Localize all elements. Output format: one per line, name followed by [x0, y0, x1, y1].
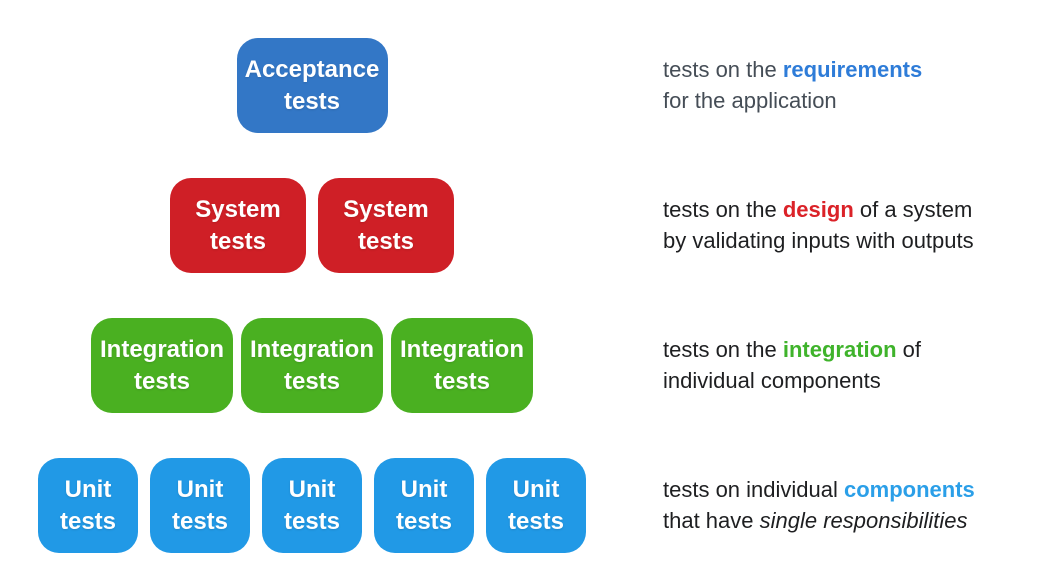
note-line-1: tests on the requirements — [663, 57, 923, 82]
box-label-line1: Unit — [64, 475, 112, 503]
box-label-line1: System — [195, 195, 281, 223]
note-line-2: for the application — [663, 88, 837, 113]
unit-tests-box: Unit tests — [38, 458, 138, 553]
box-label-line1: System — [343, 195, 429, 223]
pyramid-row-unit: Unit tests Unit tests Unit tests Unit te… — [0, 458, 624, 553]
box-label-line1: Acceptance — [244, 55, 380, 83]
box-label-line2: tests — [433, 367, 491, 395]
note-line-2: individual components — [663, 368, 881, 393]
box-label-line2: tests — [283, 367, 341, 395]
unit-tests-box: Unit tests — [150, 458, 250, 553]
box-label-line2: tests — [283, 507, 341, 535]
note-line-1: tests on the design of a system — [663, 197, 973, 222]
note-line-1: tests on individual components — [663, 477, 975, 502]
box-label-line2: tests — [209, 227, 267, 255]
note-unit: tests on individual components that have… — [663, 474, 1041, 536]
highlight-design: design — [782, 197, 854, 222]
integration-tests-box: Integration tests — [91, 318, 233, 413]
integration-tests-box: Integration tests — [391, 318, 533, 413]
pyramid-row-system: System tests System tests — [0, 178, 624, 273]
acceptance-tests-box: Acceptance tests — [236, 38, 388, 133]
note-integration: tests on the integration of individual c… — [663, 334, 1041, 396]
highlight-integration: integration — [782, 337, 897, 362]
note-line-2: that have single responsibilities — [663, 508, 968, 533]
system-tests-box: System tests — [170, 178, 306, 273]
box-label-line1: Integration — [100, 335, 224, 363]
box-label-line1: Unit — [288, 475, 336, 503]
unit-tests-box: Unit tests — [262, 458, 362, 553]
note-system: tests on the design of a system by valid… — [663, 194, 1041, 256]
unit-tests-box: Unit tests — [374, 458, 474, 553]
box-label-line1: Unit — [176, 475, 224, 503]
pyramid-row-acceptance: Acceptance tests — [0, 38, 624, 133]
box-label-line2: tests — [283, 87, 341, 115]
pyramid-row-integration: Integration tests Integration tests Inte… — [0, 318, 624, 413]
highlight-requirements: requirements — [782, 57, 923, 82]
box-label-line2: tests — [507, 507, 565, 535]
unit-tests-box: Unit tests — [486, 458, 586, 553]
box-label-line2: tests — [59, 507, 117, 535]
highlight-components: components — [844, 477, 975, 502]
box-label-line2: tests — [357, 227, 415, 255]
box-label-line2: tests — [171, 507, 229, 535]
box-label-line1: Unit — [512, 475, 560, 503]
note-acceptance: tests on the requirements for the applic… — [663, 54, 1041, 116]
box-label-line1: Unit — [400, 475, 448, 503]
note-line-2: by validating inputs with outputs — [663, 228, 974, 253]
box-label-line1: Integration — [250, 335, 374, 363]
system-tests-box: System tests — [318, 178, 454, 273]
box-label-line1: Integration — [400, 335, 524, 363]
box-label-line2: tests — [395, 507, 453, 535]
box-label-line2: tests — [133, 367, 191, 395]
note-line-1: tests on the integration of — [663, 337, 921, 362]
integration-tests-box: Integration tests — [241, 318, 383, 413]
